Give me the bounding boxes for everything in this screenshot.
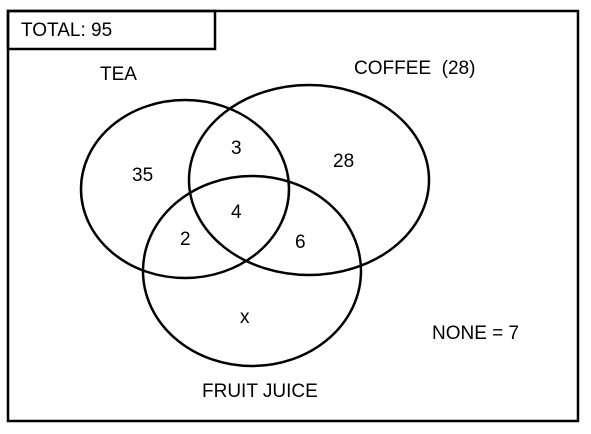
coffee-only-value: 28 [333,151,354,172]
fruit-juice-circle [141,174,363,368]
tea-coffee-value: 3 [231,138,242,159]
coffee-circle [187,83,431,277]
universe-frame [6,9,580,423]
tea-label: TEA [100,64,137,85]
juice-only-value: x [240,307,250,328]
none-label: NONE = 7 [432,323,519,344]
coffee-label: COFFEE (28) [354,58,475,79]
total-label: TOTAL: 95 [21,20,112,41]
tea-juice-value: 2 [180,229,191,250]
fruit-juice-label: FRUIT JUICE [202,381,318,402]
coffee-juice-value: 6 [295,232,306,253]
total-box [6,9,217,51]
tea-circle [79,98,291,280]
tea-only-value: 35 [132,165,153,186]
all-three-value: 4 [231,202,242,223]
